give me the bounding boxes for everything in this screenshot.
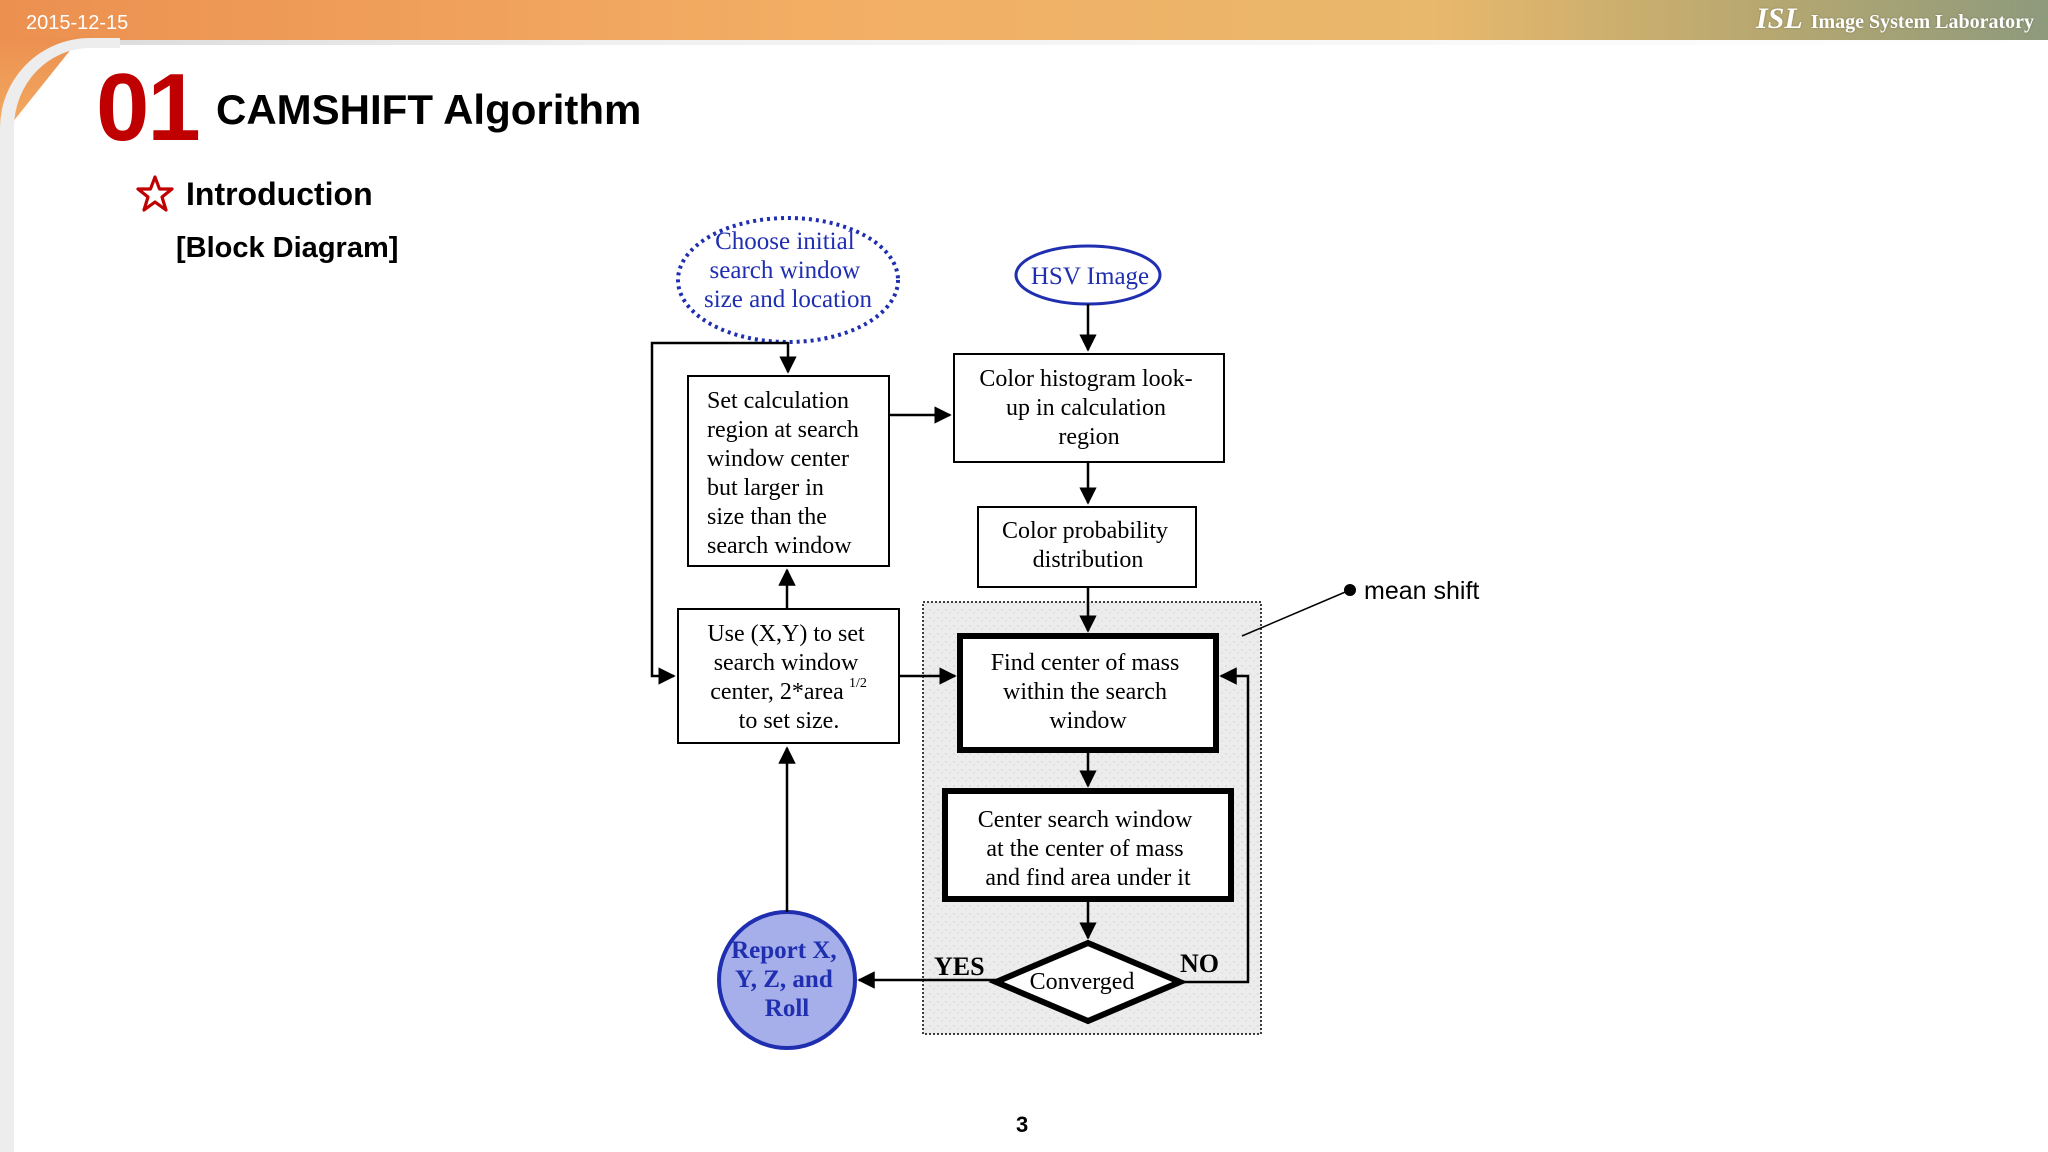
colorprob-line-1: Color probability [1002, 518, 1168, 544]
centersearch-line-1: Center search window [978, 807, 1193, 833]
slide-frame-curve [0, 38, 120, 1152]
node-hsv-image-text: HSV Image [1031, 263, 1149, 290]
node-color-histogram [953, 353, 1225, 463]
node-use-xy-text: Use (X,Y) to set search window center, 2… [707, 621, 870, 734]
node-center-search [942, 788, 1234, 902]
node-find-center-text: Find center of mass within the search wi… [991, 650, 1186, 734]
mean-shift-bullet [1344, 584, 1356, 596]
node-find-center [957, 633, 1219, 753]
node-color-histogram-text: Color histogram look- up in calculation … [979, 366, 1198, 450]
node-use-xy [677, 608, 900, 744]
mean-shift-label: mean shift [1364, 577, 1479, 605]
usexy-superscript: 1/2 [849, 676, 867, 691]
slide-title: CAMSHIFT Algorithm [216, 86, 642, 133]
setcalc-line-4: but larger in [707, 475, 824, 501]
block-diagram-subheading: [Block Diagram] [176, 232, 399, 264]
node-center-search-text: Center search window at the center of ma… [978, 807, 1199, 891]
node-choose-initial-text: Choose initial search window size and lo… [704, 228, 872, 313]
lab-logo: ISL Image System Laboratory [1756, 2, 2034, 36]
logo-mark: ISL [1756, 2, 1803, 35]
node-choose-initial [676, 216, 900, 344]
setcalc-line-6: search window [707, 533, 852, 559]
node-color-probability-text: Color probability distribution [1002, 518, 1174, 573]
intro-heading: Introduction [134, 174, 373, 214]
logo-text: Image System Laboratory [1810, 11, 2034, 33]
header-divider [0, 40, 2048, 45]
arrow-converged-no-loop [1180, 667, 1250, 984]
no-label: NO [1180, 949, 1219, 978]
findcenter-line-1: Find center of mass [991, 650, 1180, 676]
node-set-calculation-text: Set calculation region at search window … [707, 388, 865, 559]
findcenter-line-2: within the search [1003, 679, 1167, 705]
colorhist-line-3: region [1058, 424, 1119, 450]
centersearch-line-2: at the center of mass [986, 836, 1183, 862]
report-line-2: Y, Z, and [735, 966, 833, 993]
choose-line-2: search window [710, 257, 861, 284]
setcalc-line-3: window center [707, 446, 849, 472]
choose-line-1: Choose initial [715, 228, 855, 255]
header-bar [0, 0, 2048, 40]
setcalc-line-1: Set calculation [707, 388, 849, 414]
node-converged [988, 939, 1188, 1025]
usexy-line-1: Use (X,Y) to set [707, 621, 865, 647]
report-line-1: Report X, [731, 937, 837, 964]
usexy-line-3: center, 2*area [710, 679, 844, 705]
slide-date: 2015-12-15 [26, 12, 129, 34]
node-set-calculation [687, 375, 890, 567]
arrow-loop-to-usexy [650, 341, 788, 685]
choose-line-3: size and location [704, 286, 872, 313]
usexy-line-2: search window [714, 650, 859, 676]
intro-label: Introduction [186, 175, 373, 212]
centersearch-line-3: and find area under it [985, 865, 1191, 891]
usexy-line-4: to set size. [739, 708, 840, 734]
setcalc-line-2: region at search [707, 417, 859, 443]
section-number: 01 [96, 54, 201, 161]
node-report-text: Report X, Y, Z, and Roll [731, 937, 843, 1022]
mean-shift-pointer [1241, 589, 1351, 637]
report-line-3: Roll [765, 995, 810, 1022]
setcalc-line-5: size than the [707, 504, 827, 530]
findcenter-line-3: window [1049, 708, 1127, 734]
page-number: 3 [1016, 1112, 1029, 1137]
colorprob-line-2: distribution [1033, 547, 1144, 573]
colorhist-line-2: up in calculation [1006, 395, 1166, 421]
yes-label: YES [934, 952, 985, 981]
star-icon [136, 175, 174, 212]
node-converged-text: Converged [1030, 969, 1135, 995]
colorhist-line-1: Color histogram look- [979, 366, 1192, 392]
